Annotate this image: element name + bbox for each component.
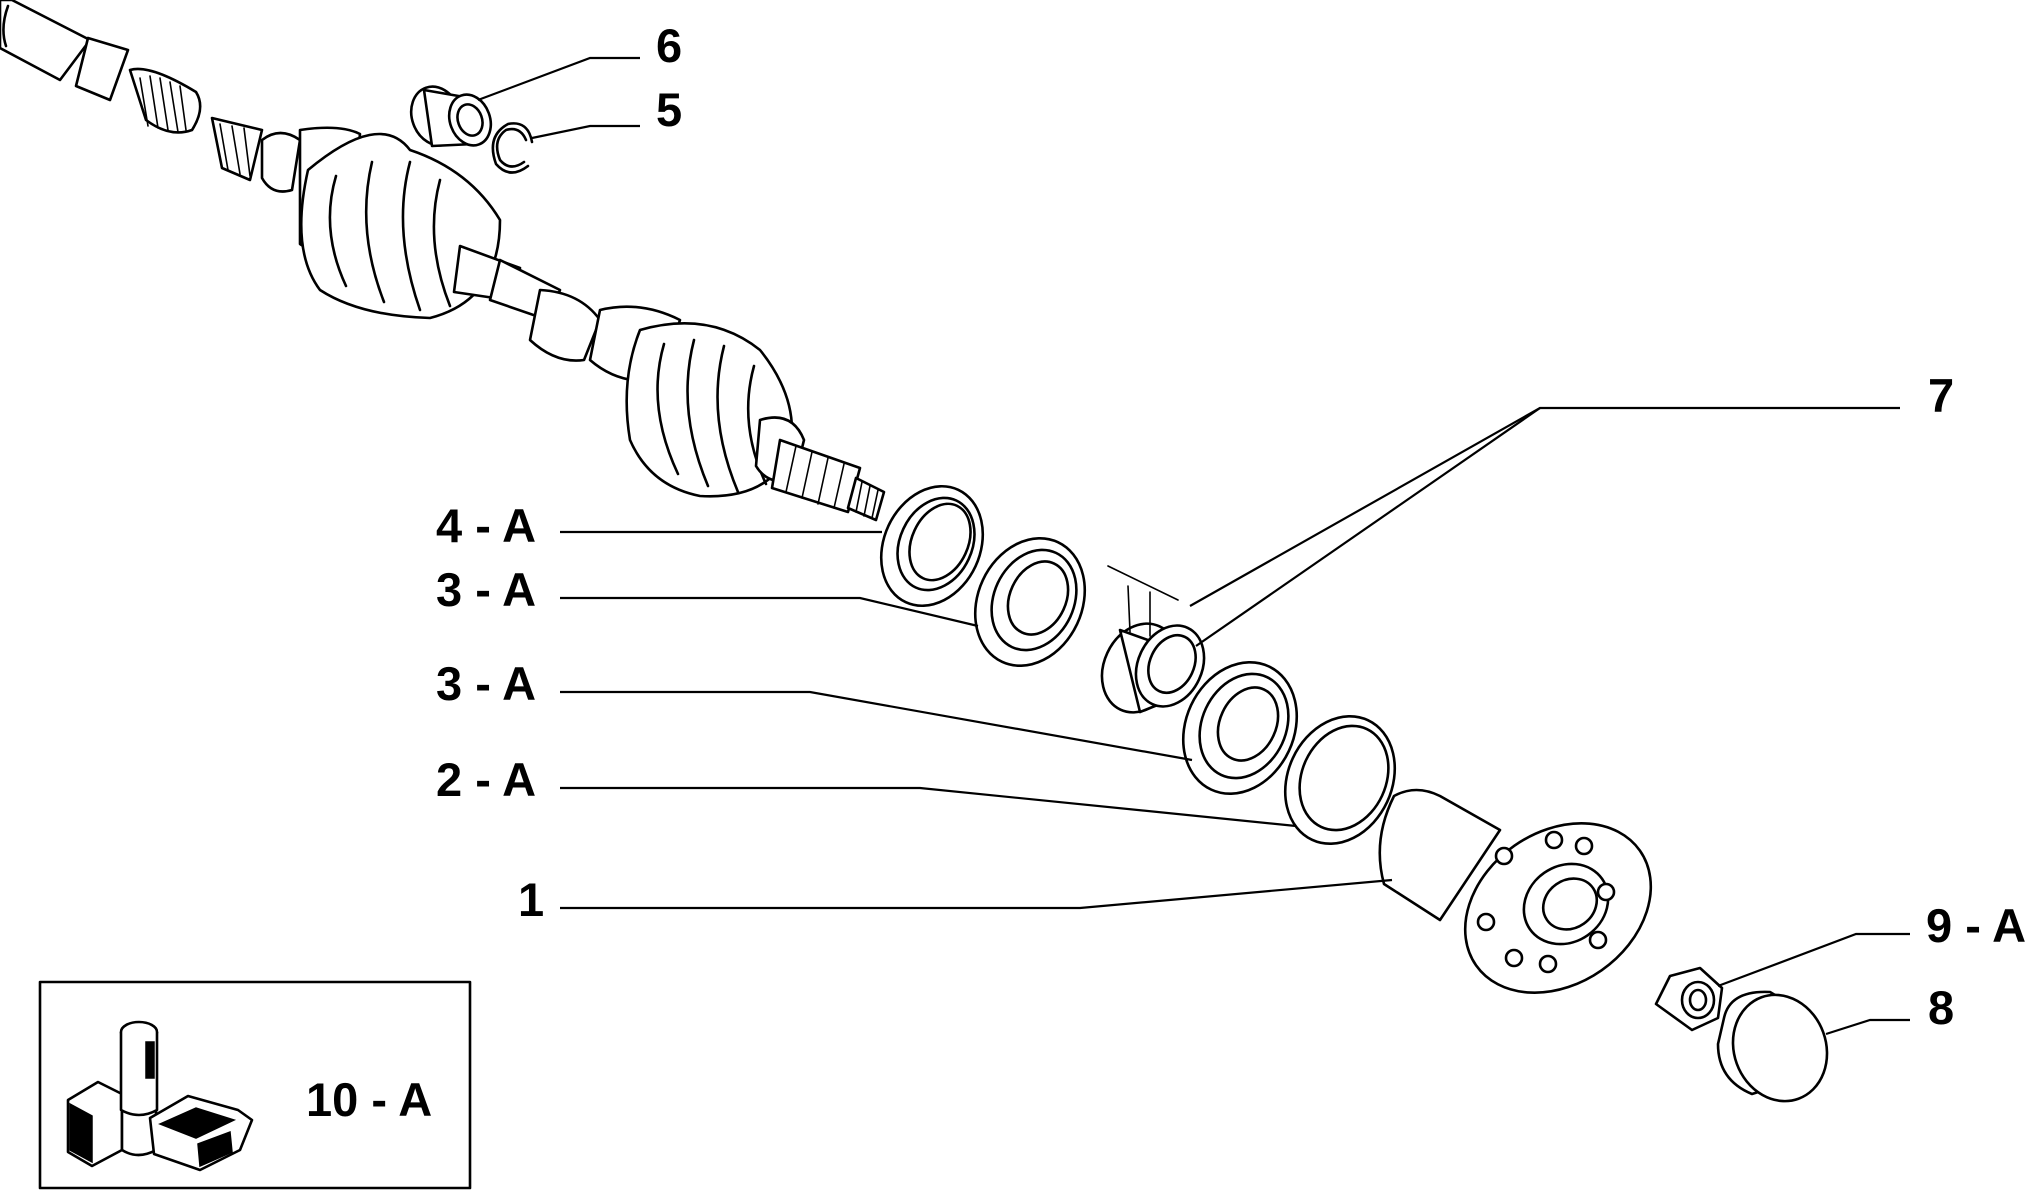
cv-joint-inner — [210, 116, 562, 322]
part-5-circlip — [491, 122, 534, 174]
callout-3a-lower: 3 - A — [436, 657, 536, 710]
part-7-spacer — [1100, 565, 1206, 714]
part-1-hub — [1378, 788, 1653, 994]
cv-joint-outer — [528, 288, 886, 522]
callout-6: 6 — [656, 19, 682, 72]
callout-1: 1 — [518, 873, 544, 926]
callout-8: 8 — [1928, 981, 1954, 1034]
leader-lines — [477, 56, 1910, 1036]
kit-box-label: 10 - A — [306, 1073, 432, 1126]
assembly-kit-icon — [66, 1020, 254, 1172]
callout-2a: 2 - A — [436, 753, 536, 806]
part-8-cap — [1716, 990, 1829, 1103]
part-3a-bearing-upper — [973, 536, 1087, 668]
part-9a-nut — [1654, 966, 1724, 1032]
drive-shaft-inner-end — [0, 0, 202, 134]
callout-7: 7 — [1928, 369, 1954, 422]
part-2a-seal-ring — [1283, 714, 1397, 846]
callout-5: 5 — [656, 83, 682, 136]
callout-4a: 4 - A — [436, 499, 536, 552]
callout-labels: 6 5 7 4 - A 3 - A 3 - A 2 - A 1 9 - A 8 — [436, 19, 2026, 1034]
kit-box: 10 - A — [38, 980, 472, 1190]
part-6-sleeve — [409, 85, 493, 148]
part-3a-bearing-lower — [1181, 660, 1299, 796]
part-4a-seal — [879, 484, 985, 608]
callout-3a-upper: 3 - A — [436, 563, 536, 616]
callout-9a: 9 - A — [1926, 899, 2026, 952]
